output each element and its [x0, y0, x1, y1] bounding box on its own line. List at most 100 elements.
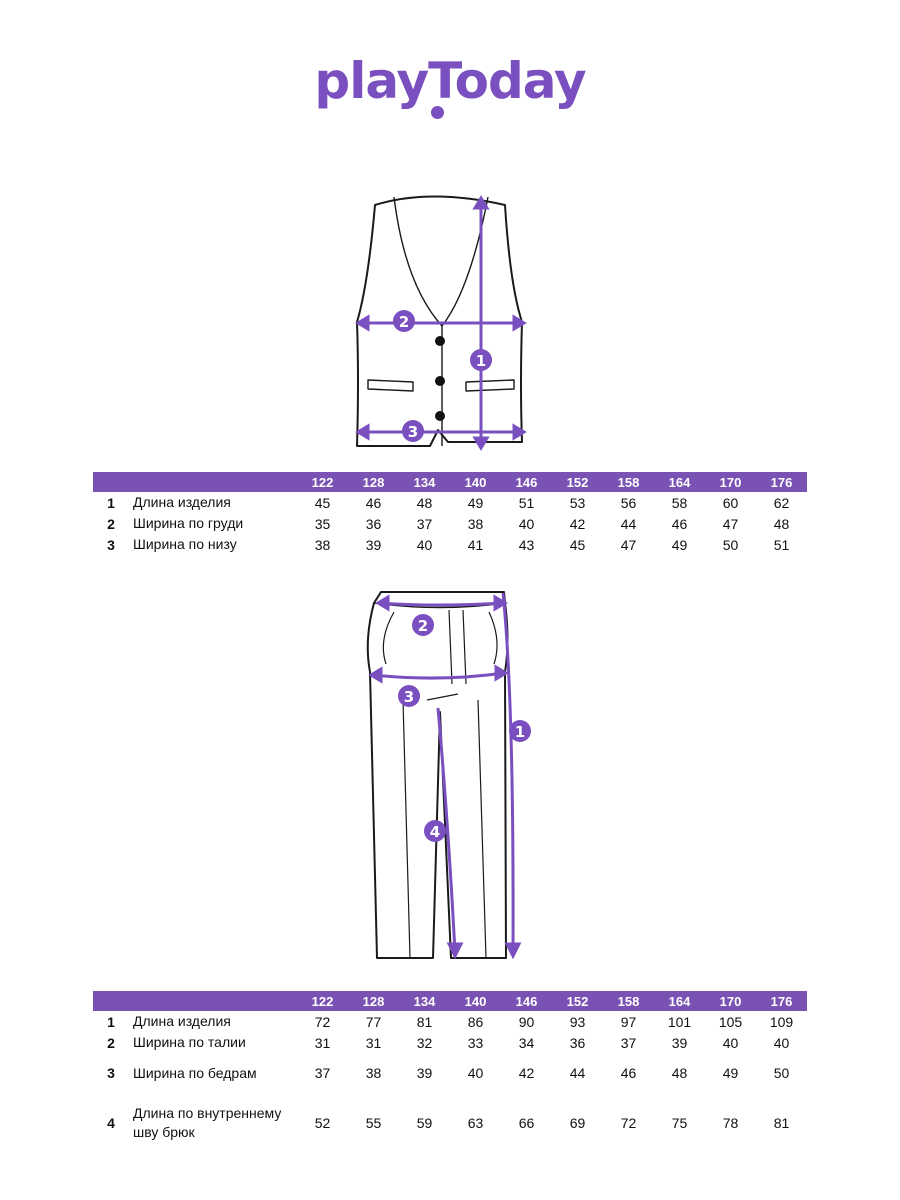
trousers-marker-3: 3	[398, 685, 420, 707]
table-row: 1 Длина изделия 45 46 48 49 51 53 56 58 …	[93, 492, 807, 513]
cell: 34	[518, 1034, 535, 1051]
cell: 58	[671, 494, 688, 511]
cell: 40	[722, 1034, 739, 1051]
cell: 90	[518, 1013, 535, 1030]
size-header: 146	[501, 991, 552, 1011]
cell: 44	[620, 515, 637, 532]
row-number: 1	[107, 494, 115, 511]
measurement-name: Ширина по талии	[133, 1034, 246, 1050]
cell: 37	[620, 1034, 637, 1051]
vest-marker-1: 1	[470, 349, 492, 371]
measurement-name: Ширина по груди	[133, 515, 244, 531]
table-row: 4 Длина по внутреннему шву брюк 52 55 59…	[93, 1093, 807, 1153]
vest-button-2	[435, 376, 445, 386]
cell: 33	[467, 1034, 484, 1051]
trousers-details	[382, 609, 498, 959]
vest-marker-2: 2	[393, 310, 415, 332]
trousers-outline	[366, 591, 509, 959]
cell: 101	[667, 1013, 692, 1030]
cell: 48	[671, 1065, 688, 1081]
size-header: 170	[705, 472, 756, 492]
row-number: 2	[107, 1034, 115, 1051]
cell: 53	[569, 494, 586, 511]
size-header: 122	[297, 472, 348, 492]
cell: 49	[467, 494, 484, 511]
cell: 44	[569, 1065, 586, 1081]
logo-dot	[431, 106, 444, 119]
table-row: 2 Ширина по талии 31 31 32 33 34 36 37 3…	[93, 1032, 807, 1053]
svg-text:3: 3	[408, 423, 418, 441]
vest-outline	[356, 195, 523, 447]
measurement-name: Длина по внутреннему шву брюк	[133, 1105, 282, 1140]
cell: 62	[773, 494, 790, 511]
cell: 45	[314, 494, 331, 511]
cell: 37	[416, 515, 433, 532]
trousers-drawing: 1 2 3 4	[366, 591, 531, 960]
cell: 31	[314, 1034, 331, 1051]
cell: 60	[722, 494, 739, 511]
cell: 45	[569, 536, 586, 553]
vest-left-pocket	[367, 379, 414, 392]
cell: 37	[314, 1065, 331, 1081]
size-header: 134	[399, 991, 450, 1011]
cell: 40	[518, 515, 535, 532]
cell: 50	[722, 536, 739, 553]
vest-button-1	[435, 336, 445, 346]
size-header: 164	[654, 991, 705, 1011]
size-header: 140	[450, 472, 501, 492]
row-number: 1	[107, 1013, 115, 1030]
table-row: 1 Длина изделия 72 77 81 86 90 93 97 101…	[93, 1011, 807, 1032]
cell: 66	[518, 1115, 535, 1131]
cell: 81	[416, 1013, 433, 1030]
vest-drawing: 1 2 3	[355, 195, 527, 451]
cell: 97	[620, 1013, 637, 1030]
size-header: 176	[756, 991, 807, 1011]
cell: 77	[365, 1013, 382, 1030]
cell: 86	[467, 1013, 484, 1030]
trousers-marker-1: 1	[509, 720, 531, 742]
brand-logo: playToday	[314, 52, 586, 110]
size-header: 170	[705, 991, 756, 1011]
cell: 56	[620, 494, 637, 511]
size-header: 176	[756, 472, 807, 492]
size-header: 134	[399, 472, 450, 492]
row-number: 4	[107, 1115, 115, 1131]
size-header: 152	[552, 991, 603, 1011]
cell: 46	[365, 494, 382, 511]
row-number: 3	[107, 536, 115, 553]
cell: 48	[416, 494, 433, 511]
cell: 32	[416, 1034, 433, 1051]
cell: 38	[365, 1065, 382, 1081]
cell: 35	[314, 515, 331, 532]
table-row: 3 Ширина по низу 38 39 40 41 43 45 47 49…	[93, 534, 807, 555]
cell: 31	[365, 1034, 382, 1051]
svg-text:2: 2	[399, 313, 409, 331]
row-number: 3	[107, 1065, 115, 1081]
cell: 52	[314, 1115, 331, 1131]
cell: 51	[773, 536, 790, 553]
cell: 78	[722, 1115, 739, 1131]
cell: 42	[569, 515, 586, 532]
cell: 47	[620, 536, 637, 553]
measurement-name: Длина изделия	[133, 1013, 231, 1029]
cell: 39	[671, 1034, 688, 1051]
table-row: 2 Ширина по груди 35 36 37 38 40 42 44 4…	[93, 513, 807, 534]
cell: 47	[722, 515, 739, 532]
vest-marker-3: 3	[402, 420, 424, 442]
cell: 40	[773, 1034, 790, 1051]
cell: 51	[518, 494, 535, 511]
cell: 109	[769, 1013, 794, 1030]
measurement-name: Ширина по бедрам	[133, 1064, 257, 1081]
vest-button-3	[435, 411, 445, 421]
vest-table-header: 122 128 134 140 146 152 158 164 170 176	[93, 472, 807, 492]
cell: 93	[569, 1013, 586, 1030]
table-row: 3 Ширина по бедрам 37 38 39 40 42 44 46 …	[93, 1053, 807, 1093]
measurement-name: Ширина по низу	[133, 536, 237, 552]
size-header: 128	[348, 991, 399, 1011]
cell: 72	[314, 1013, 331, 1030]
measurement-name: Длина изделия	[133, 494, 231, 510]
cell: 49	[671, 536, 688, 553]
svg-text:1: 1	[476, 352, 486, 370]
size-header: 140	[450, 991, 501, 1011]
cell: 63	[467, 1115, 484, 1131]
